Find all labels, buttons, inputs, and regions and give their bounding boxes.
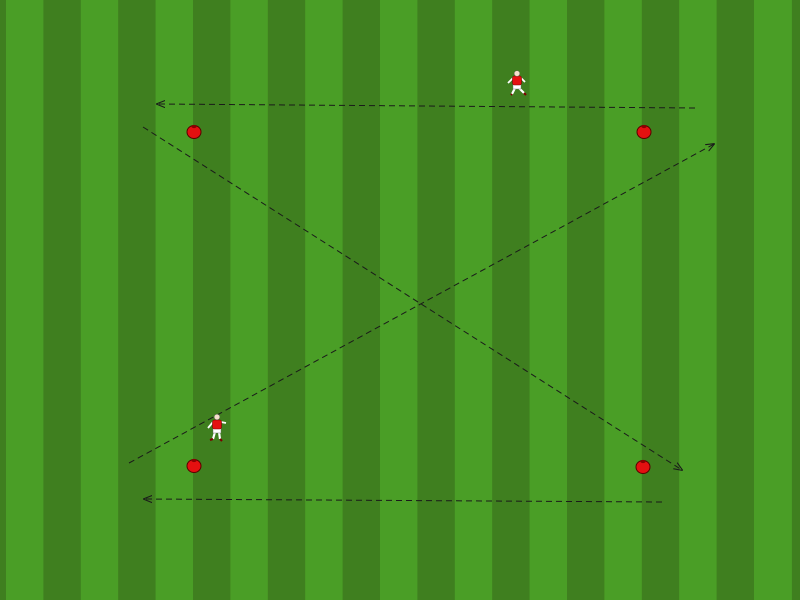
player-bottom xyxy=(207,413,227,442)
grass-stripe xyxy=(417,0,456,600)
grass-stripe xyxy=(754,0,792,600)
grass-stripe xyxy=(567,0,605,600)
grass-stripe xyxy=(118,0,157,600)
grass-stripe xyxy=(641,0,680,600)
grass-stripe xyxy=(492,0,531,600)
grass-stripe xyxy=(43,0,82,600)
grass-stripe xyxy=(529,0,568,600)
movement-arrows xyxy=(128,104,714,502)
grass-stripe xyxy=(193,0,231,600)
grass-stripe xyxy=(380,0,418,600)
player-top xyxy=(507,70,527,96)
arrow-bottom-run xyxy=(144,499,663,502)
grass-stripe xyxy=(6,0,44,600)
grass-stripe xyxy=(80,0,119,600)
grass-stripe xyxy=(342,0,381,600)
grass-stripe xyxy=(305,0,344,600)
cone-bottom-right xyxy=(635,459,651,474)
cone-top-right xyxy=(636,124,652,139)
grass-stripe xyxy=(267,0,306,600)
grass-stripe xyxy=(716,0,755,600)
grass-stripe xyxy=(0,0,7,600)
grass-stripe xyxy=(155,0,194,600)
arrow-diagonal-down xyxy=(142,126,682,470)
arrow-diagonal-up xyxy=(128,144,714,464)
grass-stripe xyxy=(454,0,493,600)
grass-stripe xyxy=(679,0,718,600)
grass-stripe xyxy=(230,0,269,600)
cone-bottom-left xyxy=(186,458,202,473)
cone-top-left xyxy=(186,124,202,139)
grass-stripe xyxy=(604,0,643,600)
